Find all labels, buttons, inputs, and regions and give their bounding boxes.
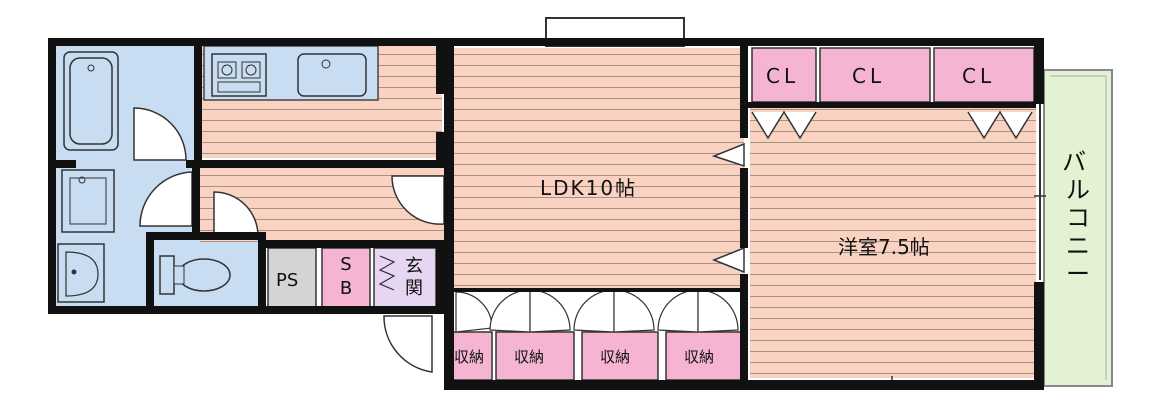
ldk-room [452,48,744,288]
closet-door-right [967,110,1033,140]
storage-door-arcs [455,289,739,333]
bathroom-door [133,107,187,161]
walls [48,38,1044,390]
stove-icon [211,53,267,97]
storage-1 [451,331,493,381]
storage-label: 収納 [600,348,630,366]
sliding-door-marker-1 [711,142,745,168]
western-room-label: 洋室7.5帖 [838,235,930,259]
balcony-label: バ ルコニー [1062,148,1094,288]
closet-door-left [751,110,817,140]
ps-space [267,247,317,311]
washing-machine-icon [61,169,115,233]
washroom-door [139,171,193,227]
toilet-icon [159,255,231,295]
ldk-door [391,175,445,225]
sliding-door-marker-2 [711,246,745,274]
closet-cl-2 [819,47,931,103]
western-room [750,104,1036,378]
closet-cl-label: CL [766,64,799,88]
shoe-rack [378,255,396,291]
storage-label: 収納 [454,348,484,366]
entrance-label: 玄関 [405,256,423,299]
entrance-door [383,315,433,373]
sink-icon [297,53,367,97]
sb-space [321,247,371,311]
washbasin-icon [57,243,105,303]
bathtub-icon [63,51,119,151]
ldk-label: LDK10帖 [540,176,637,200]
closet-cl-1 [751,47,817,103]
storage-2 [495,331,575,381]
balcony [1043,69,1113,387]
closet-cl-label: CL [962,64,995,88]
closet-cl-label: CL [852,64,885,88]
storage-4 [665,331,743,381]
storage-label: 収納 [514,348,544,366]
storage-label: 収納 [684,348,714,366]
toilet-door [213,191,259,237]
ps-label: PS [276,270,298,291]
